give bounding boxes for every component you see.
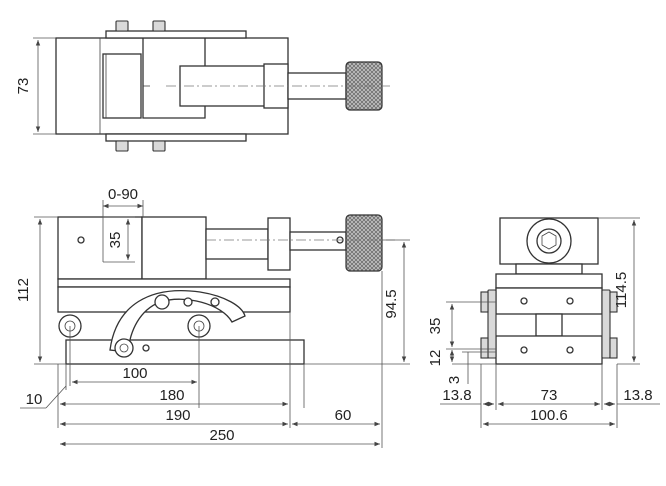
dim-width-100-6: 100.6 bbox=[530, 407, 568, 424]
side-view: 114.5 35 12 3 13.8 73 13.8 100.6 bbox=[427, 217, 660, 428]
dim-left-13-8: 13.8 bbox=[442, 387, 471, 404]
base bbox=[65, 339, 305, 365]
dim-180: 180 bbox=[159, 387, 184, 404]
angle-arm bbox=[109, 290, 246, 353]
dim-60: 60 bbox=[335, 407, 352, 424]
dim-overall-height: 112 bbox=[15, 278, 32, 302]
dim-side-3: 3 bbox=[446, 376, 463, 384]
front-view: 0-90 35 112 94.5 100 180 190 60 250 bbox=[15, 186, 410, 448]
dim-10: 10 bbox=[26, 391, 43, 408]
dim-jaw-height: 35 bbox=[107, 232, 124, 249]
dim-190: 190 bbox=[165, 407, 190, 424]
fixed-jaw bbox=[57, 216, 143, 280]
dim-side-35: 35 bbox=[427, 318, 444, 335]
dim-side-height: 114.5 bbox=[613, 272, 630, 308]
dim-height-to-top: 94.5 bbox=[383, 289, 400, 318]
dim-side-12: 12 bbox=[427, 350, 444, 367]
dim-top-height: 73 bbox=[15, 78, 32, 95]
dim-right-13-8: 13.8 bbox=[623, 387, 652, 404]
dim-100: 100 bbox=[122, 365, 147, 382]
dim-angle-range: 0-90 bbox=[108, 186, 138, 203]
dim-mid-73: 73 bbox=[541, 387, 558, 404]
top-view: 73 bbox=[15, 20, 390, 152]
dim-250: 250 bbox=[209, 427, 234, 444]
